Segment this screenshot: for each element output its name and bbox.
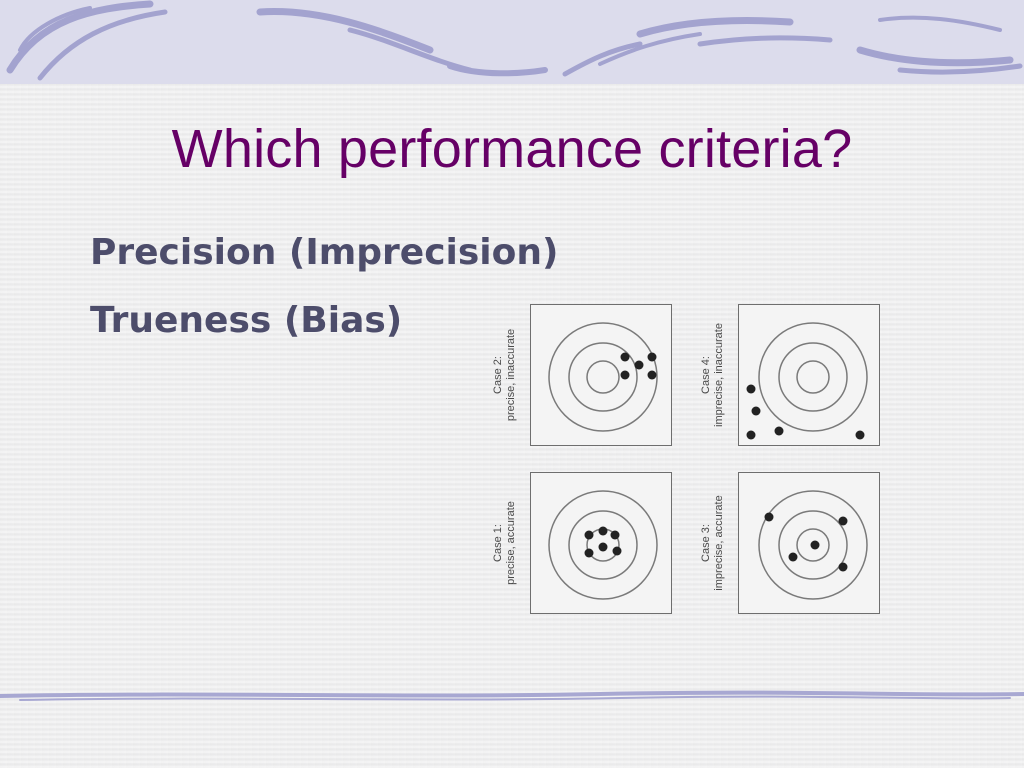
case-4-target-panel [738,304,880,446]
outer-ring [548,490,658,600]
case-1-target-panel [530,472,672,614]
shot-dot [647,370,657,380]
bullet-precision: Precision (Imprecision) [90,232,559,273]
shot-dot [620,370,630,380]
shot-dot [746,430,756,440]
case-1-label: Case 1: precise, accurate [492,472,526,614]
outer-ring [758,490,868,600]
case-3-target-panel [738,472,880,614]
case-4-description: imprecise, inaccurate [713,323,725,427]
middle-ring [568,342,638,412]
shot-dot [788,552,798,562]
shot-dot [647,352,657,362]
shot-dot [620,352,630,362]
target-diagram-figure: Case 2: precise, inaccurate Case 4: impr… [490,298,890,620]
case-2-target-panel [530,304,672,446]
inner-ring [586,360,620,394]
case-1-description: precise, accurate [505,501,517,585]
case-1-title: Case 1: [492,524,504,562]
shot-dot [598,542,608,552]
shot-dot [838,562,848,572]
shot-dot [598,526,608,536]
slide-title: Which performance criteria? [171,119,853,179]
case-3-label: Case 3: imprecise, accurate [700,472,734,614]
shot-dot [838,516,848,526]
case-3-description: imprecise, accurate [713,495,725,591]
case-2-title: Case 2: [492,356,504,394]
bottom-swirl-rule [0,690,1024,701]
swirl-decoration [6,0,1023,81]
case-2-description: precise, inaccurate [505,328,517,422]
case-4-label: Case 4: imprecise, inaccurate [700,304,734,446]
shot-dot [584,530,594,540]
middle-ring [778,342,848,412]
decorative-header-band [0,0,1024,84]
shot-dot [810,540,820,550]
shot-dot [584,548,594,558]
inner-ring [796,528,830,562]
shot-dot [634,360,644,370]
shot-dot [610,530,620,540]
middle-ring [568,510,638,580]
shot-dot [746,384,756,394]
shot-dot [774,426,784,436]
shot-dot [764,512,774,522]
case-4-title: Case 4: [700,356,712,394]
shot-dot [612,546,622,556]
case-3-title: Case 3: [700,524,712,562]
middle-ring [778,510,848,580]
case-2-label: Case 2: precise, inaccurate [492,304,526,446]
outer-ring [758,322,868,432]
shot-dot [855,430,865,440]
bullet-trueness: Trueness (Bias) [90,300,403,341]
outer-ring [548,322,658,432]
shot-dot [751,406,761,416]
inner-ring [796,360,830,394]
